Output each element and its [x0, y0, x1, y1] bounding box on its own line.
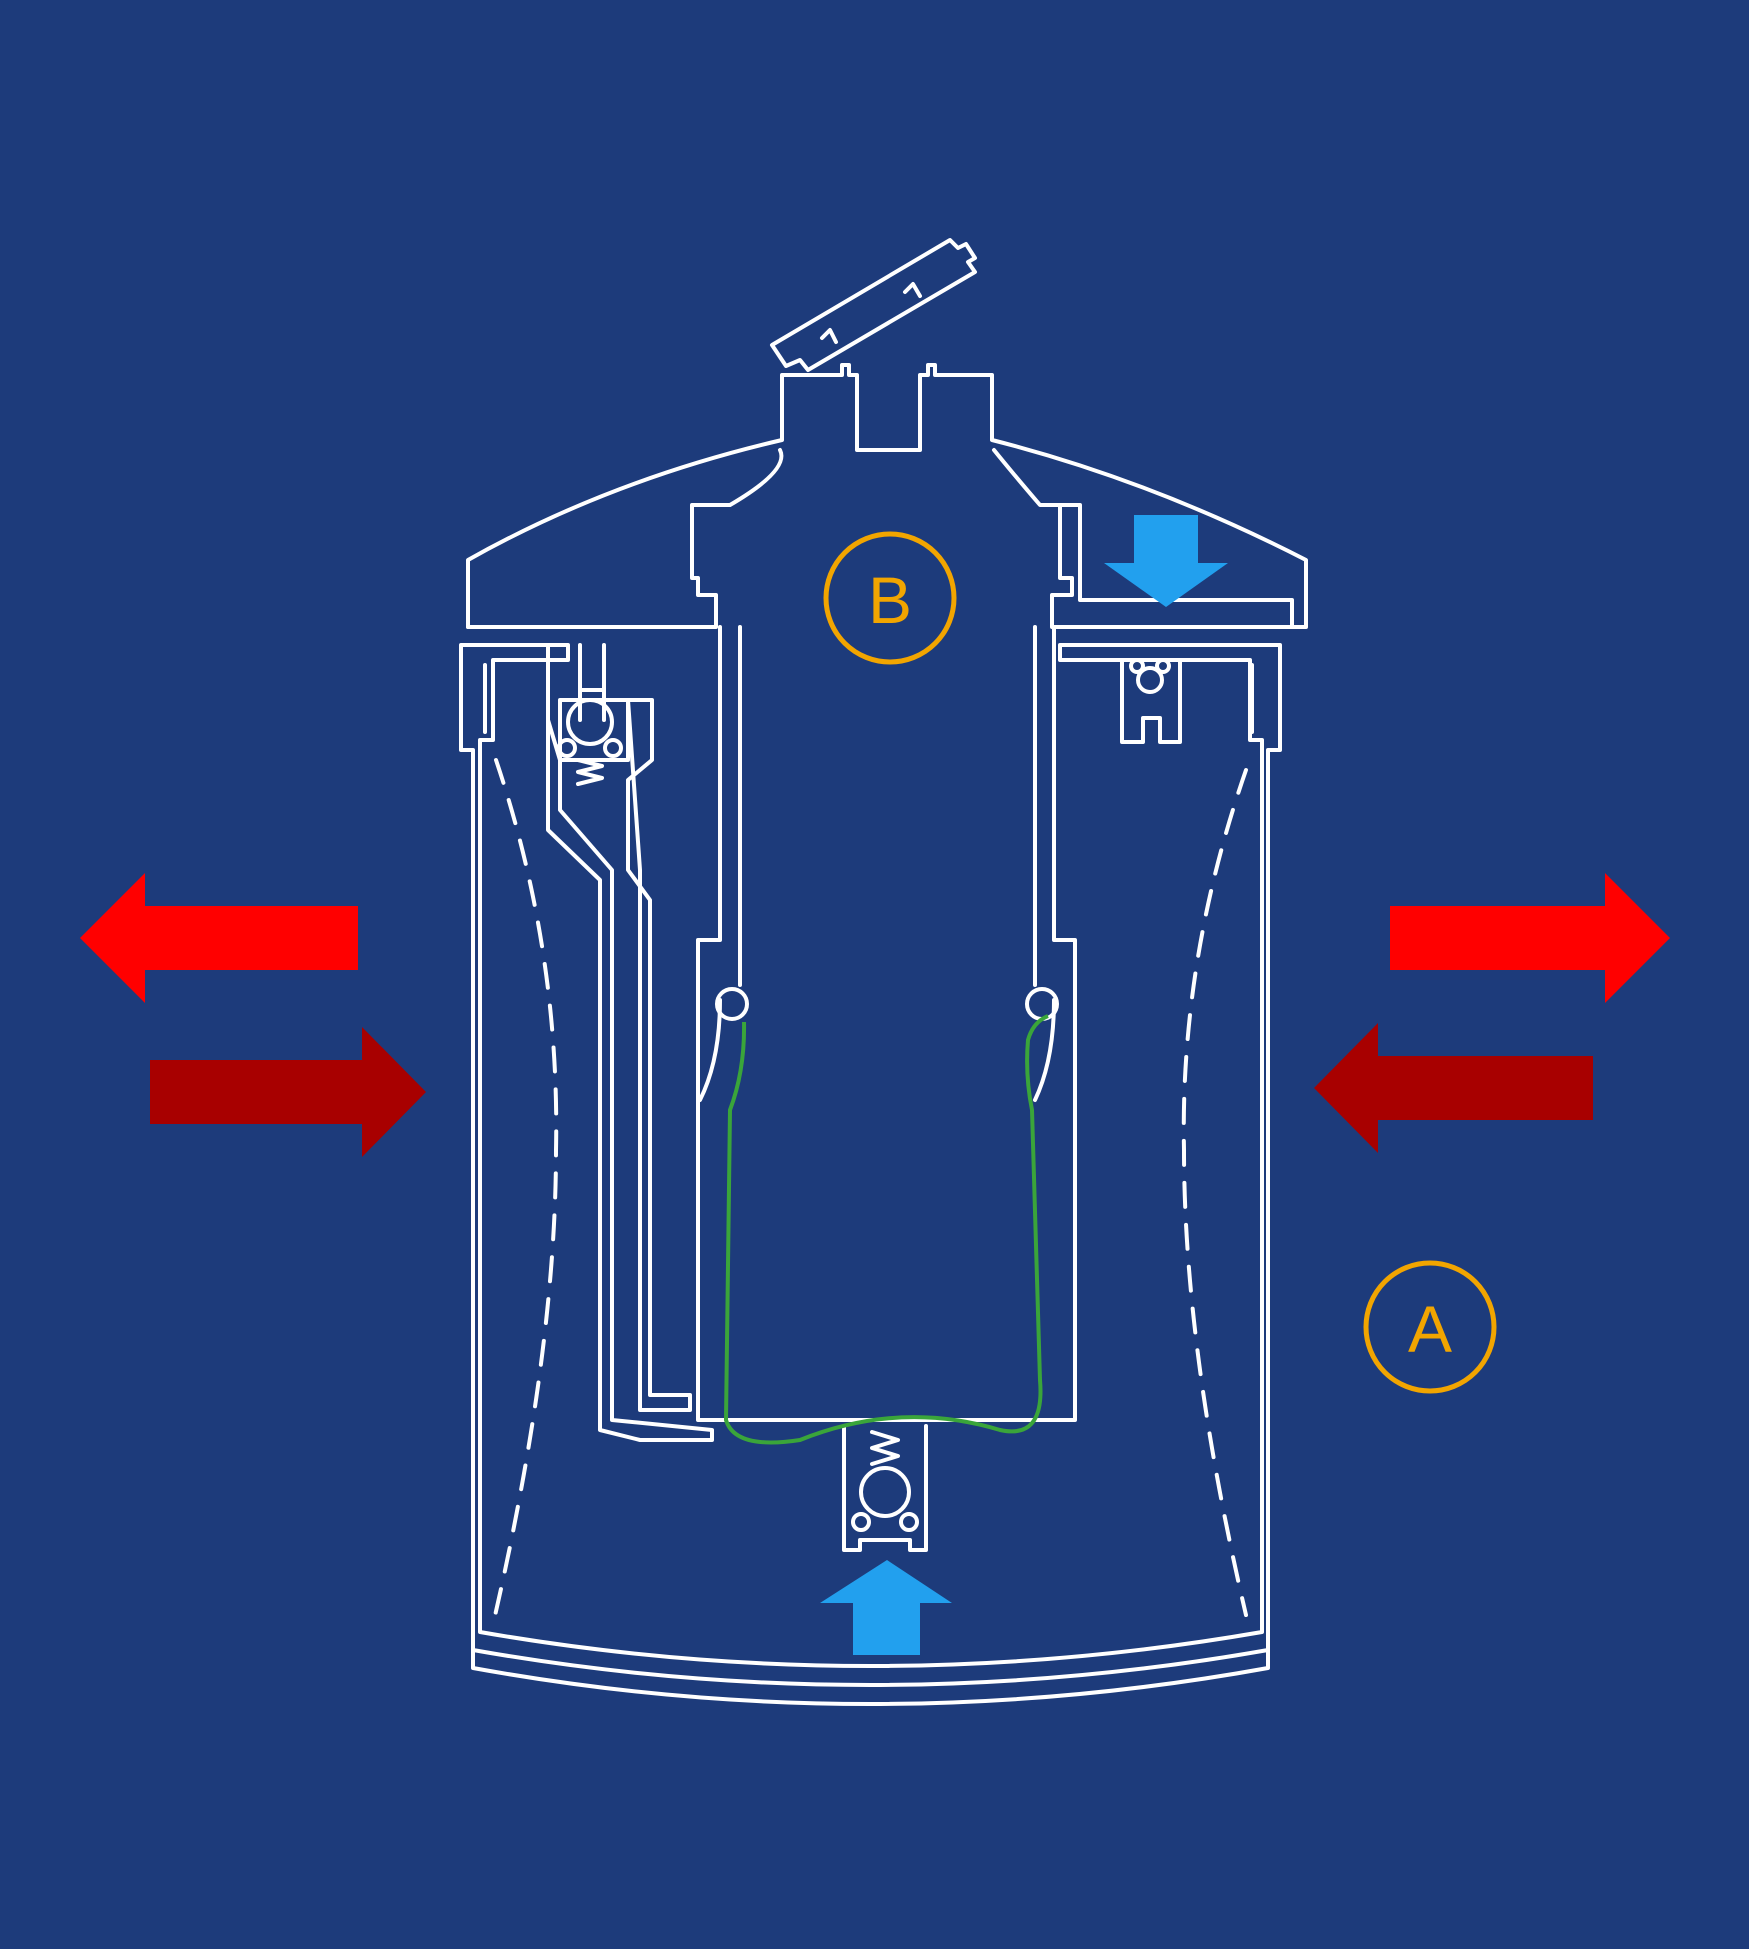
right-dashed-wall	[1181, 768, 1248, 1617]
label-b-text: B	[868, 563, 912, 637]
flexible-bladder	[723, 1014, 1049, 1445]
label-a-text: A	[1408, 1292, 1452, 1366]
left-inward-arrow	[150, 1027, 426, 1157]
bottom-up-arrow	[820, 1560, 952, 1655]
inner-chamber	[696, 625, 1077, 1422]
bottom-valve	[842, 1424, 928, 1552]
right-outward-arrow	[1390, 873, 1670, 1003]
label-a: A	[1363, 1260, 1497, 1394]
left-dashed-wall	[492, 758, 559, 1622]
outer-shell	[459, 643, 1282, 1706]
left-valve	[546, 643, 714, 1442]
flip-cap	[770, 238, 977, 372]
label-b: B	[823, 531, 957, 665]
lid-outline	[466, 363, 1308, 629]
right-inward-arrow	[1314, 1023, 1593, 1153]
left-outward-arrow	[80, 873, 358, 1003]
right-valve	[1120, 658, 1182, 744]
bladder-mounts	[715, 987, 1059, 1021]
top-down-arrow	[1104, 515, 1228, 607]
